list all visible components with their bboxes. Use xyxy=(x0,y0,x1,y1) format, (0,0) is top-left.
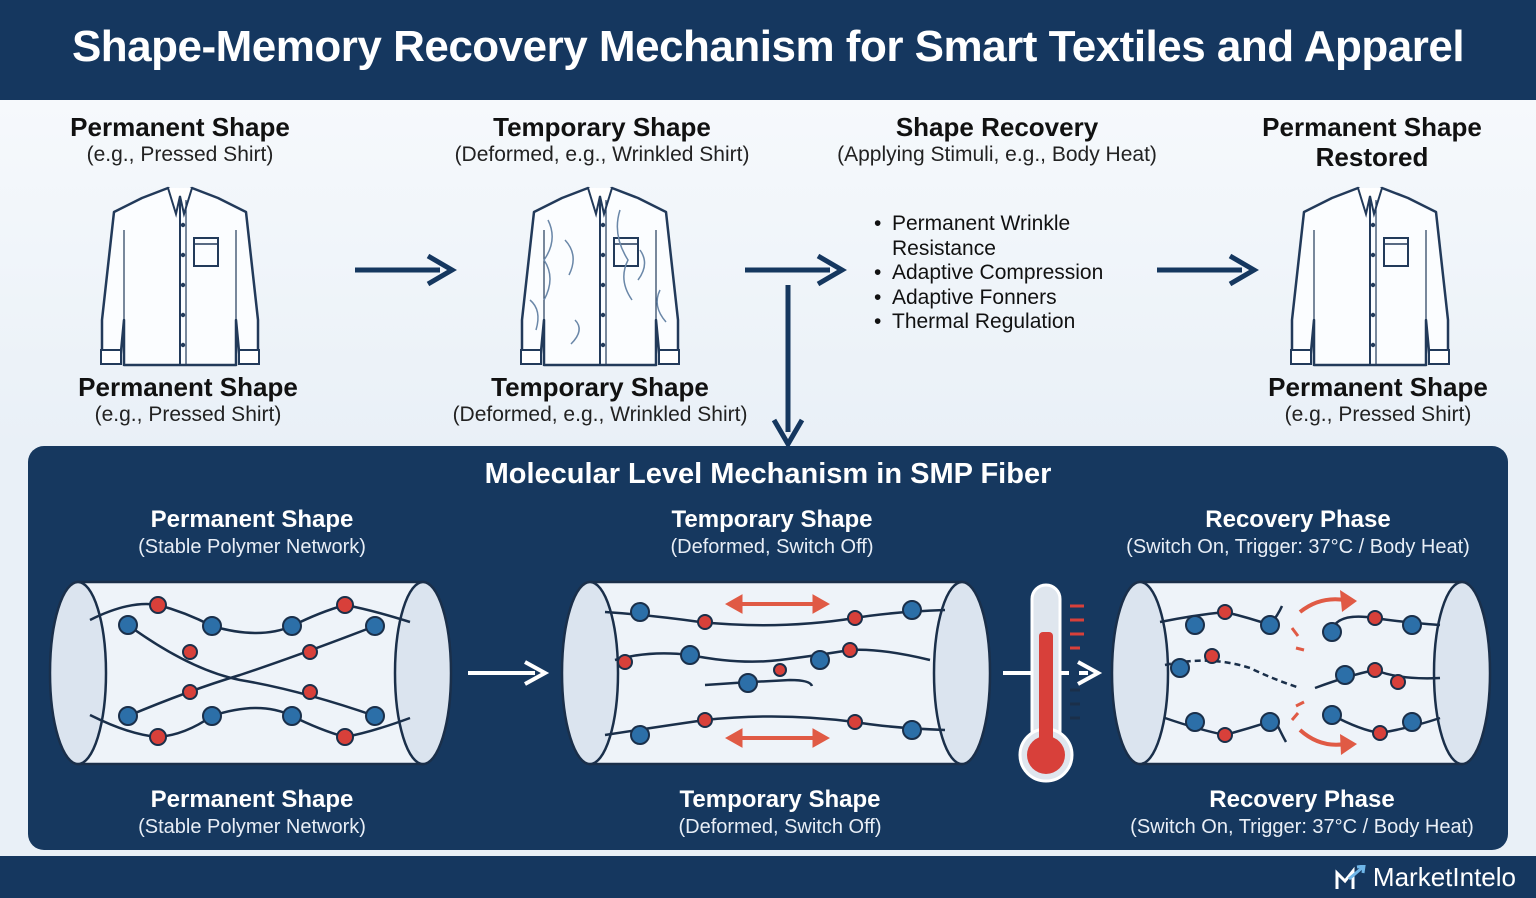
phase-subtitle: (Stable Polymer Network) xyxy=(138,536,366,558)
stage-title: Permanent Shape xyxy=(70,112,290,142)
stage-restored-bottom-label: Permanent Shape (e.g., Pressed Shirt) xyxy=(1228,372,1528,428)
stage-permanent-label: Permanent Shape (e.g., Pressed Shirt) xyxy=(30,112,330,168)
phase-subtitle: (Deformed, Switch Off) xyxy=(678,816,882,838)
stage-permanent-bottom-label: Permanent Shape (e.g., Pressed Shirt) xyxy=(38,372,338,428)
stage-subtitle: (e.g., Pressed Shirt) xyxy=(86,143,274,166)
benefits-list: Permanent Wrinkle Resistance Adaptive Co… xyxy=(872,212,1103,335)
macro-section xyxy=(0,100,1536,446)
stage-title: Permanent Shape xyxy=(1262,112,1482,142)
stage-subtitle: (Deformed, e.g., Wrinkled Shirt) xyxy=(454,143,750,166)
phase-subtitle: (Switch On, Trigger: 37°C / Body Heat) xyxy=(1126,536,1470,558)
stage-title-line2: Restored xyxy=(1315,142,1429,172)
thermometer-icon xyxy=(1018,583,1084,783)
arrow-icon xyxy=(771,285,805,449)
phase-permanent-label: Permanent Shape (Stable Polymer Network) xyxy=(92,506,412,560)
fiber-cylinder-recovery xyxy=(1110,580,1492,766)
stage-recovery-label: Shape Recovery (Applying Stimuli, e.g., … xyxy=(800,112,1194,168)
list-item: Adaptive Fonners xyxy=(872,286,1103,311)
shirt-icon xyxy=(519,186,681,367)
list-item: Permanent Wrinkle xyxy=(872,212,1103,237)
list-item: Adaptive Compression xyxy=(872,261,1103,286)
stage-restored-label: Permanent Shape Restored xyxy=(1222,112,1522,172)
brand-logo: MarketIntelo xyxy=(1335,862,1516,893)
phase-temporary-label: Temporary Shape (Deformed, Switch Off) xyxy=(612,506,932,560)
phase-temporary-bottom-label: Temporary Shape (Deformed, Switch Off) xyxy=(620,786,940,840)
list-item-continued: Resistance xyxy=(892,236,996,260)
stage-subtitle: (e.g., Pressed Shirt) xyxy=(94,403,282,426)
phase-title: Temporary Shape xyxy=(679,786,881,813)
stage-temporary-label: Temporary Shape (Deformed, e.g., Wrinkle… xyxy=(422,112,782,168)
molecular-panel-title: Molecular Level Mechanism in SMP Fiber xyxy=(484,458,1052,490)
footer-bar xyxy=(0,856,1536,898)
shirt-icon xyxy=(99,186,261,367)
list-item: Thermal Regulation xyxy=(872,310,1103,335)
marketintelo-logo-icon xyxy=(1335,864,1366,889)
brand-name: MarketIntelo xyxy=(1372,862,1516,892)
phase-title: Recovery Phase xyxy=(1209,786,1395,813)
stage-title: Shape Recovery xyxy=(895,112,1099,142)
phase-subtitle: (Stable Polymer Network) xyxy=(138,816,366,838)
stage-title: Temporary Shape xyxy=(493,112,711,142)
phase-title: Permanent Shape xyxy=(150,506,354,533)
stage-title: Temporary Shape xyxy=(491,372,709,402)
phase-title: Permanent Shape xyxy=(150,786,354,813)
phase-recovery-bottom-label: Recovery Phase (Switch On, Trigger: 37°C… xyxy=(1100,786,1504,840)
arrow-icon xyxy=(1157,253,1259,287)
phase-subtitle: (Deformed, Switch Off) xyxy=(670,536,874,558)
arrow-icon xyxy=(745,253,847,287)
arrow-icon xyxy=(468,660,550,686)
stage-temporary-bottom-label: Temporary Shape (Deformed, e.g., Wrinkle… xyxy=(420,372,780,428)
stage-title: Permanent Shape xyxy=(1268,372,1488,402)
phase-recovery-label: Recovery Phase (Switch On, Trigger: 37°C… xyxy=(1098,506,1498,560)
arrow-icon xyxy=(355,253,457,287)
page-title: Shape-Memory Recovery Mechanism for Smar… xyxy=(71,22,1465,71)
shirt-icon xyxy=(1289,186,1451,367)
phase-title: Recovery Phase xyxy=(1205,506,1391,533)
stage-subtitle: (Applying Stimuli, e.g., Body Heat) xyxy=(837,143,1157,166)
stage-subtitle: (e.g., Pressed Shirt) xyxy=(1284,403,1472,426)
title-bar: Shape-Memory Recovery Mechanism for Smar… xyxy=(0,0,1536,100)
stage-subtitle: (Deformed, e.g., Wrinkled Shirt) xyxy=(452,403,748,426)
phase-subtitle: (Switch On, Trigger: 37°C / Body Heat) xyxy=(1130,816,1474,838)
fiber-cylinder-permanent xyxy=(48,580,453,766)
fiber-cylinder-temporary xyxy=(560,580,992,766)
stage-title: Permanent Shape xyxy=(78,372,298,402)
phase-title: Temporary Shape xyxy=(671,506,873,533)
phase-permanent-bottom-label: Permanent Shape (Stable Polymer Network) xyxy=(92,786,412,840)
